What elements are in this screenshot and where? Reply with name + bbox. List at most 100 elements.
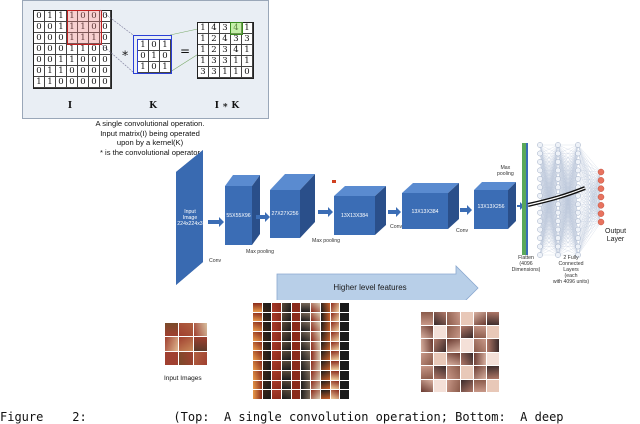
flatten-bar bbox=[522, 143, 527, 255]
fc-connection bbox=[557, 144, 579, 230]
feature-map-tile bbox=[282, 322, 291, 332]
output-matrix-cell: 1 bbox=[231, 56, 242, 67]
input-highlight bbox=[67, 10, 102, 45]
input-matrix-cell: 0 bbox=[89, 11, 100, 22]
input-image-tile bbox=[193, 351, 207, 365]
feature-map-tile bbox=[320, 341, 330, 351]
fc-neuron bbox=[555, 218, 561, 225]
fc-neuron bbox=[555, 175, 561, 182]
fc-connection bbox=[539, 237, 559, 256]
input-matrix-cell: 0 bbox=[56, 77, 67, 88]
feature-map-tile bbox=[320, 380, 330, 390]
high-level-feature-tile bbox=[460, 312, 473, 325]
feature-map-tile bbox=[340, 312, 349, 322]
fc-neuron bbox=[537, 235, 543, 241]
high-level-feature-tile bbox=[460, 325, 473, 338]
fc-connection bbox=[577, 171, 602, 256]
feature-map-tile bbox=[320, 351, 330, 361]
feature-map-tile bbox=[291, 351, 301, 361]
output-matrix-cell: 4 bbox=[220, 34, 231, 45]
input-matrix-cell: 0 bbox=[100, 55, 111, 66]
high-level-feature-tile bbox=[447, 352, 460, 365]
output-layer-label-1: Output bbox=[605, 228, 627, 235]
high-level-feature-tile bbox=[473, 312, 486, 325]
fc-neuron bbox=[537, 243, 543, 250]
feature-map-tile bbox=[272, 332, 282, 341]
fc-neuron bbox=[537, 209, 543, 216]
input-matrix-cell: 0 bbox=[34, 11, 45, 22]
input-matrix-cell: 1 bbox=[56, 22, 67, 33]
fc-connection bbox=[577, 171, 602, 230]
input-matrix-cell: 1 bbox=[34, 77, 45, 88]
kernel-matrix-cell: 0 bbox=[160, 51, 171, 62]
flatten-bar-edge bbox=[526, 143, 528, 255]
kernel-matrix-cell: 1 bbox=[149, 51, 160, 62]
feature-map-tile bbox=[301, 303, 311, 312]
feature-map-tile bbox=[301, 332, 311, 341]
feature-map-tile bbox=[340, 370, 349, 380]
feature-map-tile bbox=[253, 332, 262, 341]
feature-map-tile bbox=[320, 361, 330, 370]
input-image-tile bbox=[193, 337, 207, 351]
input-image-label-2: Image bbox=[182, 215, 198, 221]
output-matrix-cell: 1 bbox=[198, 56, 209, 67]
block5-label: 13X13X256 bbox=[477, 204, 505, 210]
fc-neuron bbox=[575, 159, 581, 165]
fc-connection bbox=[539, 144, 559, 188]
fc-connection bbox=[577, 153, 602, 173]
feature-map-tile bbox=[340, 361, 349, 370]
convolution-caption: A single convolutional operation. Input … bbox=[40, 119, 260, 157]
output-matrix-cell: 1 bbox=[198, 34, 209, 45]
input-matrix-cell: 0 bbox=[67, 77, 78, 88]
block2-label: 27X27X256 bbox=[271, 211, 299, 217]
feature-map-tile bbox=[291, 312, 301, 322]
kernel-matrix-cell: 1 bbox=[160, 40, 171, 51]
fc-connection bbox=[539, 170, 559, 256]
fc-connection bbox=[539, 178, 559, 256]
feature-map-tile bbox=[272, 351, 282, 361]
input-matrix-cell: 0 bbox=[34, 22, 45, 33]
feature-map-tile bbox=[301, 390, 311, 399]
feature-map-tile bbox=[311, 361, 320, 370]
feature-map-tile bbox=[320, 390, 330, 399]
fc-neuron bbox=[575, 192, 581, 199]
feature-map-tile bbox=[301, 351, 311, 361]
output-neuron bbox=[597, 193, 605, 201]
fc-neuron bbox=[575, 209, 581, 216]
fc-connection bbox=[577, 196, 602, 256]
feature-map-tile bbox=[272, 370, 282, 380]
feature-map-tile bbox=[262, 351, 272, 361]
input-matrix-cell: 0 bbox=[45, 55, 56, 66]
feature-map-tile bbox=[291, 322, 301, 332]
kernel-matrix-cell: 0 bbox=[138, 51, 149, 62]
fc-neuron bbox=[575, 252, 581, 258]
input-matrix-cell: 0 bbox=[45, 22, 56, 33]
feature-map-tile bbox=[330, 380, 340, 390]
flatten-label-2: (4096 bbox=[519, 261, 533, 267]
fc-connection bbox=[577, 171, 602, 179]
input-matrix-cell: 0 bbox=[34, 33, 45, 44]
pool1-label: Max pooling bbox=[246, 249, 274, 255]
fc-neuron bbox=[575, 218, 581, 225]
output-matrix-cell: 4 bbox=[209, 23, 220, 34]
fc-connection bbox=[539, 221, 559, 256]
feature-map-tile bbox=[282, 332, 291, 341]
input-matrix-cell: 1 bbox=[67, 22, 78, 33]
feature-map-tile bbox=[320, 332, 330, 341]
high-level-feature-tile bbox=[434, 366, 447, 379]
block1-label: 55X55X96 bbox=[226, 213, 251, 219]
fc-connection bbox=[577, 161, 602, 173]
fc-connection bbox=[557, 144, 579, 179]
conv1-label: Conv bbox=[209, 258, 222, 264]
output-matrix-cell: 1 bbox=[231, 67, 242, 78]
equals-symbol: = bbox=[180, 44, 191, 58]
high-level-feature-tile bbox=[447, 325, 460, 338]
feature-map-tile bbox=[340, 322, 349, 332]
output-neuron bbox=[597, 210, 605, 217]
caption-line-1: A single convolutional operation. bbox=[95, 119, 205, 128]
fc-connection bbox=[557, 221, 579, 256]
feature-map-tile bbox=[330, 303, 340, 312]
block5-side bbox=[508, 182, 516, 229]
fc-connection bbox=[557, 144, 579, 196]
high-level-feature-tile bbox=[421, 312, 434, 325]
